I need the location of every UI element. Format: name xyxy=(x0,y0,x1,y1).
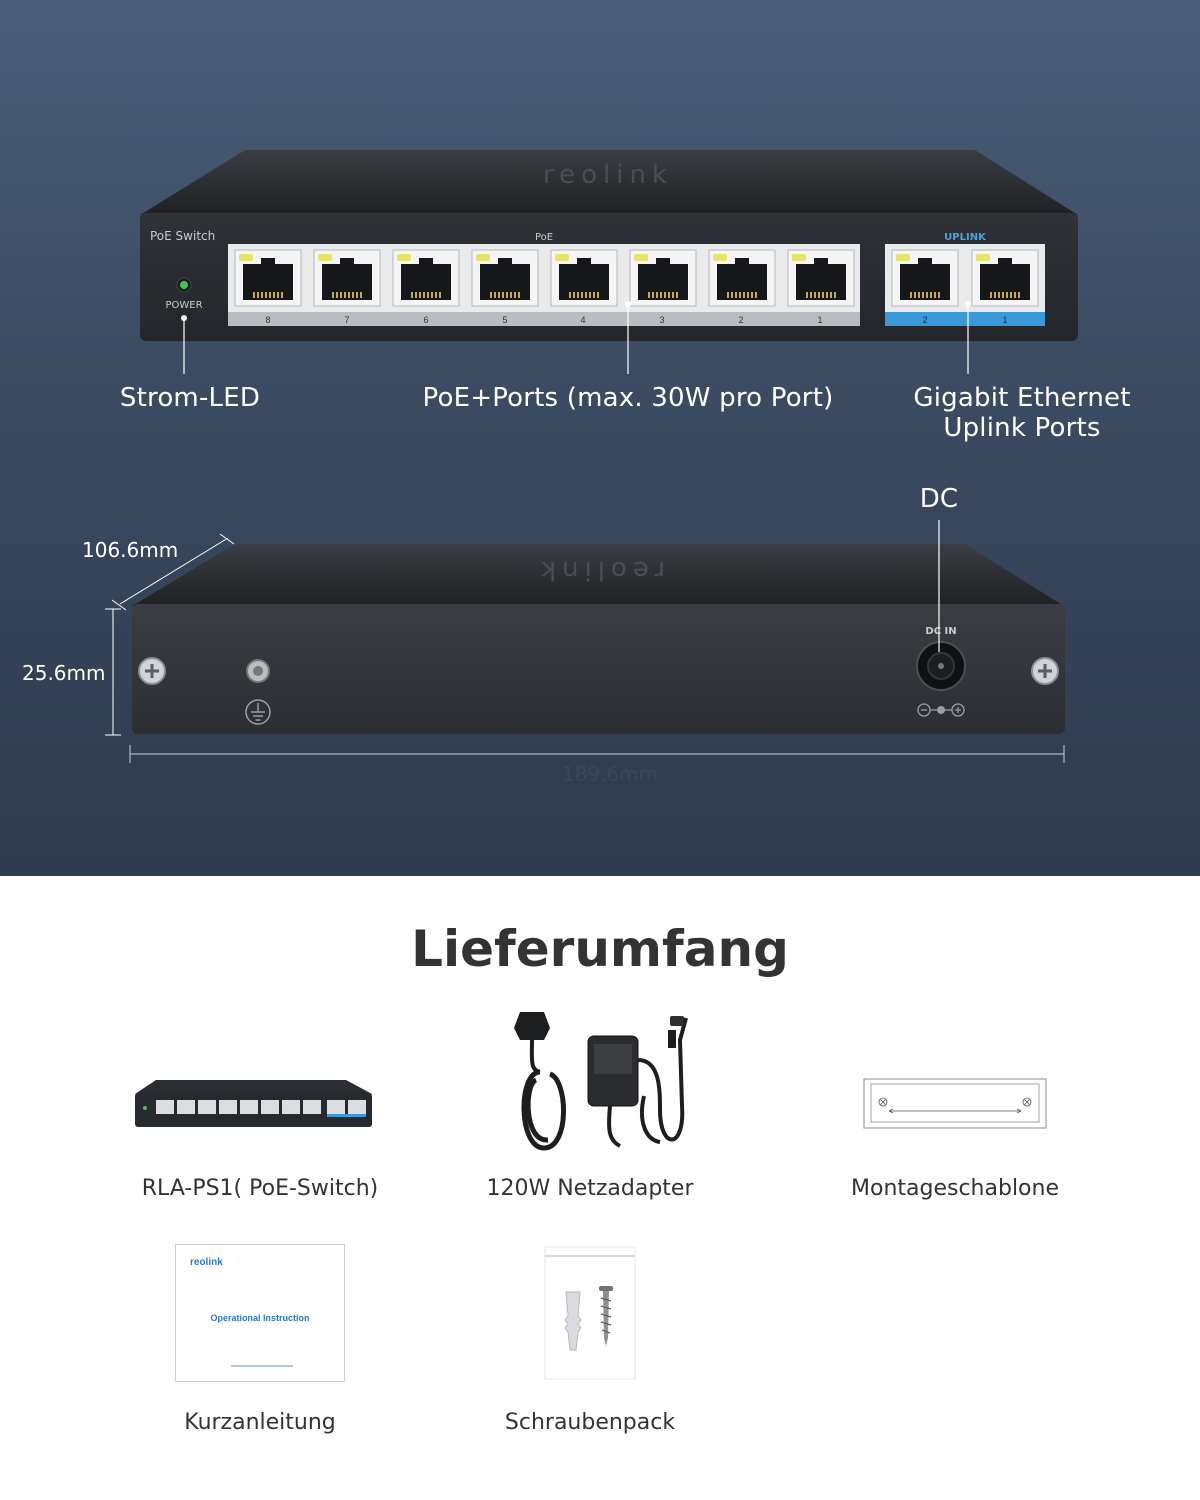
package-item-screws: Schraubenpack xyxy=(420,1240,760,1450)
poe-ports-callout: PoE+Ports (max. 30W pro Port) xyxy=(422,383,834,413)
callout-dot xyxy=(181,315,187,321)
uplink-port-number: 2 xyxy=(922,315,927,325)
dc-in-label: DC IN xyxy=(925,626,956,637)
power-label: POWER xyxy=(165,300,202,311)
poe-port-numbers: 8 7 6 5 4 3 2 1 xyxy=(265,315,822,325)
device-illustration: reolink PoE Switch PoE UPLINK POWER 8 7 … xyxy=(105,150,1078,763)
package-title: Lieferumfang xyxy=(411,920,789,978)
ethernet-port-icon xyxy=(392,249,460,307)
dimension-depth-line xyxy=(111,533,235,611)
poe-port-number: 8 xyxy=(265,315,270,325)
item-label-screws: Schraubenpack xyxy=(504,1410,676,1435)
screw-right-icon xyxy=(1031,657,1059,685)
polarity-icon xyxy=(917,703,965,717)
ethernet-port-icon xyxy=(471,249,539,307)
poe-switch-label: PoE Switch xyxy=(150,229,215,243)
uplink-label: UPLINK xyxy=(944,232,987,243)
poe-ports xyxy=(234,249,855,307)
width-dimension: 189.6mm xyxy=(561,762,659,786)
power-led-light xyxy=(180,281,188,289)
front-device: reolink PoE Switch PoE UPLINK POWER 8 7 … xyxy=(140,150,1078,374)
power-led-callout: Strom-LED xyxy=(119,383,261,413)
poe-port-number: 1 xyxy=(817,315,822,325)
dc-in-port xyxy=(916,641,966,691)
ethernet-port-icon xyxy=(629,249,697,307)
ethernet-port-icon xyxy=(550,249,618,307)
item-label-manual: Kurzanleitung xyxy=(184,1410,336,1435)
ground-screw-icon xyxy=(246,659,270,683)
switch-thumbnail xyxy=(135,1080,372,1127)
poe-port-number: 6 xyxy=(423,315,428,325)
mounting-template-icon xyxy=(863,1078,1047,1129)
item-label-switch: RLA-PS1( PoE-Switch) xyxy=(141,1176,379,1201)
poe-port-number: 2 xyxy=(738,315,743,325)
uplink-callout-line1: Gigabit Ethernet xyxy=(913,383,1131,413)
uplink-callout-line2: Uplink Ports xyxy=(943,413,1101,443)
package-item-template: Montageschablone xyxy=(785,1070,1125,1220)
callout-dot xyxy=(965,301,971,307)
manual-footer-line xyxy=(231,1365,293,1367)
ethernet-port-icon xyxy=(313,249,381,307)
ethernet-port-icon xyxy=(787,249,855,307)
manual-brand: reolink xyxy=(190,1257,223,1268)
dimension-height-line xyxy=(105,608,121,736)
depth-dimension: 106.6mm xyxy=(82,538,179,562)
ethernet-port-icon xyxy=(891,249,959,307)
item-label-adapter: 120W Netzadapter xyxy=(486,1176,694,1201)
item-label-template: Montageschablone xyxy=(851,1176,1059,1201)
uplink-ports xyxy=(891,249,1039,307)
back-device-face xyxy=(132,604,1065,734)
package-item-switch: RLA-PS1( PoE-Switch) xyxy=(90,1060,430,1220)
back-brand-logo: reolink xyxy=(535,555,665,585)
poe-port-number: 3 xyxy=(659,315,664,325)
poe-number-strip xyxy=(228,312,860,326)
package-item-manual: reolink Operational Instruction Kurzanle… xyxy=(90,1240,430,1450)
manual-cover: reolink Operational Instruction xyxy=(175,1244,345,1382)
height-dimension: 25.6mm xyxy=(22,661,106,685)
dc-callout: DC xyxy=(919,484,959,514)
ethernet-port-icon xyxy=(971,249,1039,307)
manual-title: Operational Instruction xyxy=(210,1313,310,1323)
dimension-width-line xyxy=(129,745,1065,763)
screw-pack-icon xyxy=(544,1246,636,1380)
package-item-adapter: 120W Netzadapter xyxy=(420,1010,760,1220)
power-adapter-icon xyxy=(514,1012,688,1151)
front-brand-logo: reolink xyxy=(543,160,673,190)
product-hero: reolink PoE Switch PoE UPLINK POWER 8 7 … xyxy=(0,0,1200,876)
uplink-number-strip xyxy=(885,312,1045,326)
back-device: reolink DC IN xyxy=(105,520,1065,763)
poe-port-number: 5 xyxy=(502,315,507,325)
ground-symbol-icon xyxy=(245,699,271,725)
ethernet-port-icon xyxy=(708,249,776,307)
poe-port-number: 4 xyxy=(580,315,585,325)
uplink-port-number: 1 xyxy=(1002,315,1007,325)
callout-dot xyxy=(625,301,631,307)
back-device-top xyxy=(132,544,1064,606)
front-device-top xyxy=(140,150,1078,215)
screw-left-icon xyxy=(138,657,166,685)
poe-port-number: 7 xyxy=(344,315,349,325)
ethernet-port-icon xyxy=(234,249,302,307)
poe-label: PoE xyxy=(535,232,553,243)
